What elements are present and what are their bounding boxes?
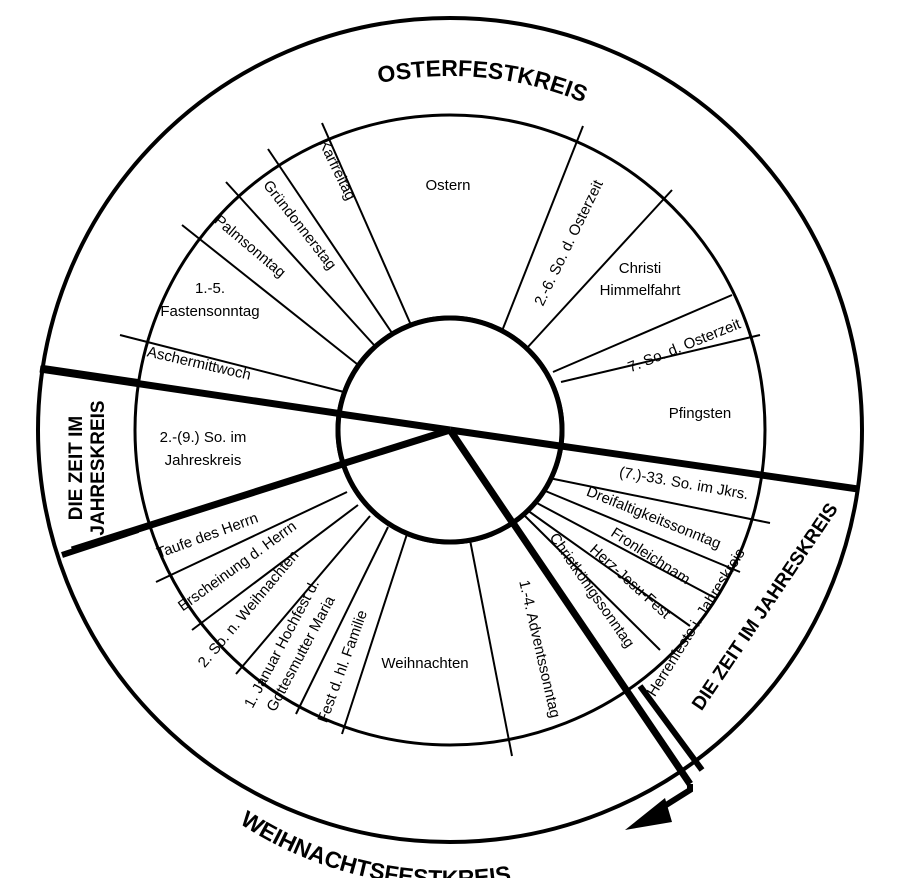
- label-karfreitag: Karfreitag: [315, 137, 359, 203]
- label-aschermittwoch: Aschermittwoch: [146, 343, 253, 383]
- div-osterzeit7-pfingsten: [560, 334, 761, 383]
- label-advent: 1.-4. Adventssonntag: [515, 578, 563, 719]
- label-palmsonntag: Palmsonntag: [211, 212, 289, 281]
- div-karfreitag-ostern: [321, 122, 412, 326]
- outer-circle: [36, 16, 864, 844]
- div-familie-januar: [295, 526, 389, 715]
- jahreskreis-left-line1: DIE ZEIT IM: [66, 416, 87, 521]
- osterfestkreis-label: OSTERFESTKREIS: [375, 55, 591, 107]
- div-gruen-kar: [267, 148, 393, 334]
- label-pfingsten: Pfingsten: [669, 405, 732, 422]
- hub-spoke-left: [339, 410, 451, 434]
- segment-dividers: [119, 122, 771, 757]
- label-so-jahreskreis-1: 2.-(9.) So. im: [160, 429, 247, 446]
- label-fasten-1: 1.-5.: [195, 280, 225, 297]
- div-dreifaltigkeit-fronleichnam: [542, 489, 741, 573]
- jahreskreis-left-label: DIE ZEIT IM JAHRESKREIS: [66, 400, 109, 535]
- sep-left-bottom: [61, 527, 139, 558]
- label-ostern: Ostern: [425, 177, 470, 194]
- hub-spoke-lower-left: [343, 426, 452, 467]
- hub-spoke-right: [449, 426, 561, 450]
- jahreskreis-left-line2: JAHRESKREIS: [88, 400, 109, 535]
- label-osterzeit-7: 7. So. d. Osterzeit: [625, 315, 743, 376]
- label-weihnachten: Weihnachten: [381, 655, 468, 672]
- div-ostern-osterzeit: [501, 125, 584, 332]
- label-so-jahreskreis-2: Jahreskreis: [165, 452, 242, 469]
- label-osterzeit-2-6: 2.-6. So. d. Osterzeit: [531, 177, 607, 309]
- cycle-arrow: [625, 784, 693, 830]
- div-fronleichnam-herzjesu: [534, 501, 716, 599]
- div-herzjesu-herrenfeste: [526, 509, 691, 627]
- hub-spokes: [339, 410, 561, 524]
- label-himmelfahrt-1: Christi: [619, 260, 662, 277]
- div-himmelfahrt-osterzeit7: [552, 294, 733, 373]
- label-himmelfahrt-2: Himmelfahrt: [600, 282, 682, 299]
- sep-right-top: [759, 472, 859, 492]
- div-aschermittwoch-fasten: [119, 334, 345, 393]
- div-fasten-palm: [181, 224, 358, 365]
- div-erscheinung-taufe: [155, 491, 348, 583]
- div-weihnachten-familie: [341, 533, 408, 735]
- div-januar-weihnachtsso: [235, 515, 371, 675]
- inner-band-circle: [133, 113, 767, 747]
- hub-spoke-lower-right: [447, 428, 515, 524]
- sep-left-top: [42, 365, 139, 385]
- band-separators: [42, 365, 859, 772]
- hub-ring: [335, 315, 565, 545]
- div-jkrs-dreifaltigkeit: [548, 477, 771, 524]
- div-herrenfeste-christkoenig: [523, 514, 661, 651]
- div-weihnachtsso-erscheinung: [191, 504, 359, 631]
- div-advent-weihnachten: [469, 539, 513, 757]
- div-palm-gruen: [225, 181, 375, 346]
- div-osterzeit-himmelfahrt: [526, 189, 673, 349]
- sep-right-bottom: [637, 684, 705, 772]
- label-fasten-2: Fastensonntag: [160, 303, 259, 320]
- arrow-head: [625, 798, 672, 830]
